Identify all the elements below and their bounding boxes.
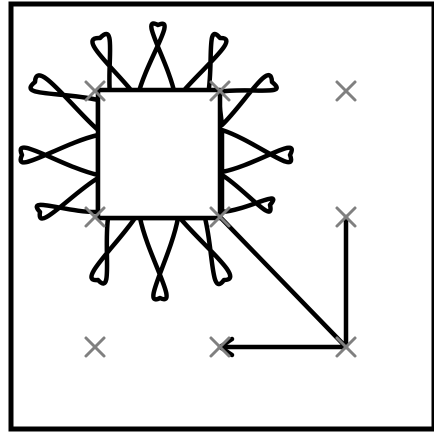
- flower-petal: [91, 218, 135, 284]
- flower-shape[interactable]: [21, 23, 292, 299]
- arrow-shape[interactable]: [220, 217, 346, 355]
- x-mark-icon: [86, 338, 104, 356]
- flower-petal: [140, 218, 178, 299]
- flower-petal: [138, 23, 175, 95]
- flower-petal: [222, 175, 273, 212]
- flower-petal: [180, 218, 230, 284]
- arrow-lines: [220, 217, 346, 347]
- flower-petal: [222, 130, 292, 172]
- flower-petal: [21, 135, 98, 175]
- flower-petal: [180, 34, 226, 95]
- x-mark-icon: [337, 82, 355, 100]
- flower-center-square: [98, 90, 220, 218]
